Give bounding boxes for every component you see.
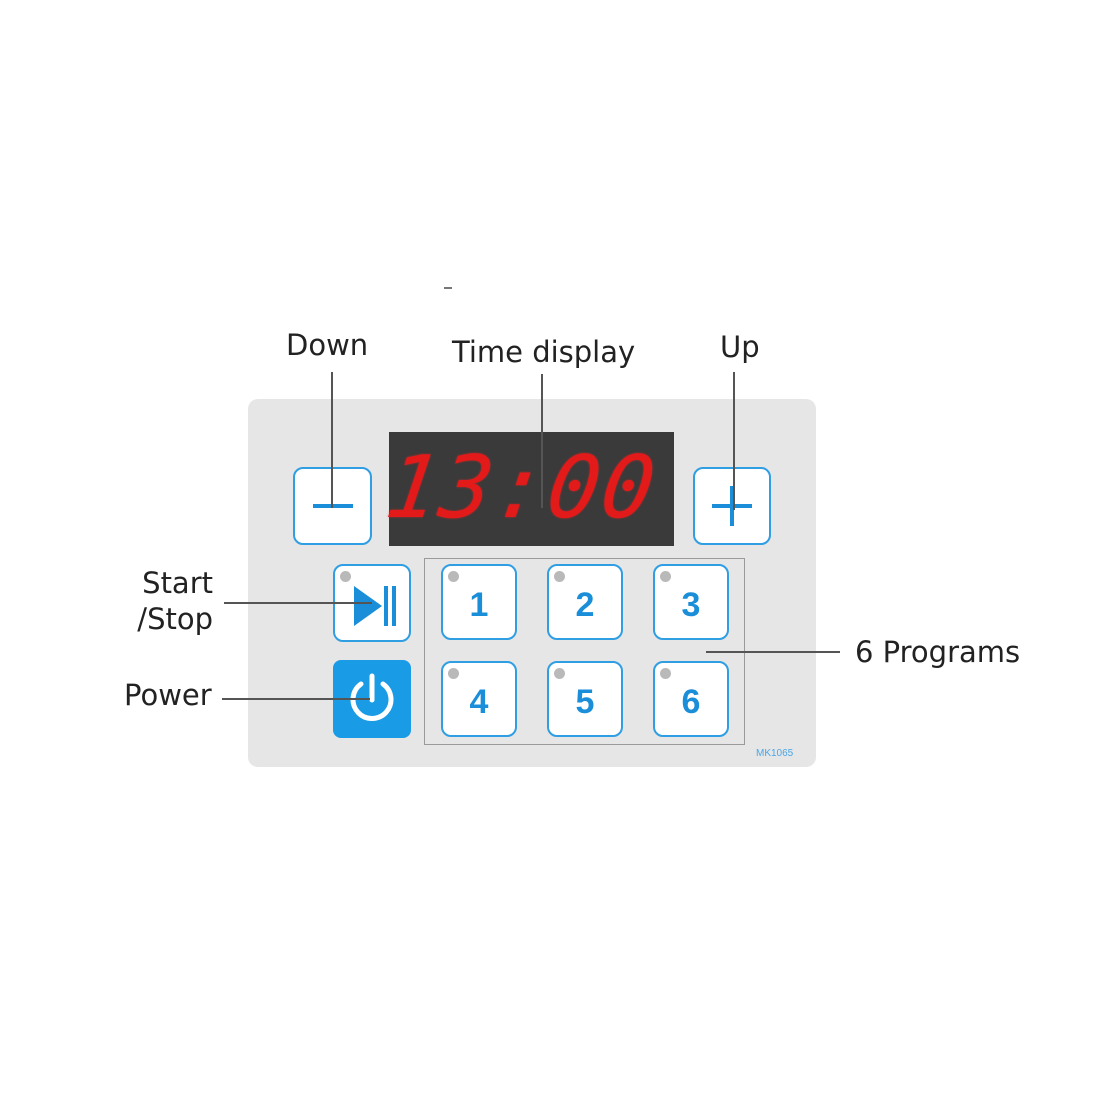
program-3-indicator-led: [660, 571, 671, 582]
program-button-4[interactable]: 4: [441, 661, 517, 737]
program-button-2[interactable]: 2: [547, 564, 623, 640]
program-1-label: 1: [469, 585, 489, 624]
callout-time-display: Time display: [452, 335, 636, 369]
program-button-5[interactable]: 5: [547, 661, 623, 737]
plus-icon: [712, 486, 752, 526]
leader-time-display: [541, 374, 543, 508]
program-6-indicator-led: [660, 668, 671, 679]
start-stop-indicator-led: [340, 571, 351, 582]
callout-start-stop: Start /Stop: [118, 565, 213, 637]
program-1-indicator-led: [448, 571, 459, 582]
program-2-label: 2: [575, 585, 595, 624]
model-code: MK1065: [756, 748, 794, 759]
program-2-indicator-led: [554, 571, 565, 582]
down-button[interactable]: [293, 467, 372, 545]
program-button-1[interactable]: 1: [441, 564, 517, 640]
callout-programs: 6 Programs: [855, 635, 1021, 669]
program-4-label: 4: [469, 682, 489, 721]
callout-start-stop-line2: /Stop: [137, 602, 213, 636]
program-3-label: 3: [681, 585, 701, 624]
play-pause-icon: [354, 586, 396, 626]
time-display: 13:00: [380, 432, 674, 546]
callout-start-stop-line1: Start: [142, 566, 213, 600]
leader-start-stop: [224, 602, 372, 604]
program-4-indicator-led: [448, 668, 459, 679]
program-button-6[interactable]: 6: [653, 661, 729, 737]
program-6-label: 6: [681, 682, 701, 721]
callout-up: Up: [720, 330, 760, 364]
leader-power: [222, 698, 370, 700]
minus-icon: [312, 504, 353, 508]
power-icon: [350, 673, 394, 721]
program-5-label: 5: [575, 682, 595, 721]
time-display-readout: 13:00: [380, 438, 664, 538]
program-5-indicator-led: [554, 668, 565, 679]
leader-programs: [706, 651, 840, 653]
callout-power: Power: [124, 678, 212, 712]
program-button-3[interactable]: 3: [653, 564, 729, 640]
leader-down: [331, 372, 333, 508]
stray-mark: [444, 287, 452, 289]
up-button[interactable]: [693, 467, 771, 545]
leader-up: [733, 372, 735, 510]
callout-down: Down: [286, 328, 369, 362]
